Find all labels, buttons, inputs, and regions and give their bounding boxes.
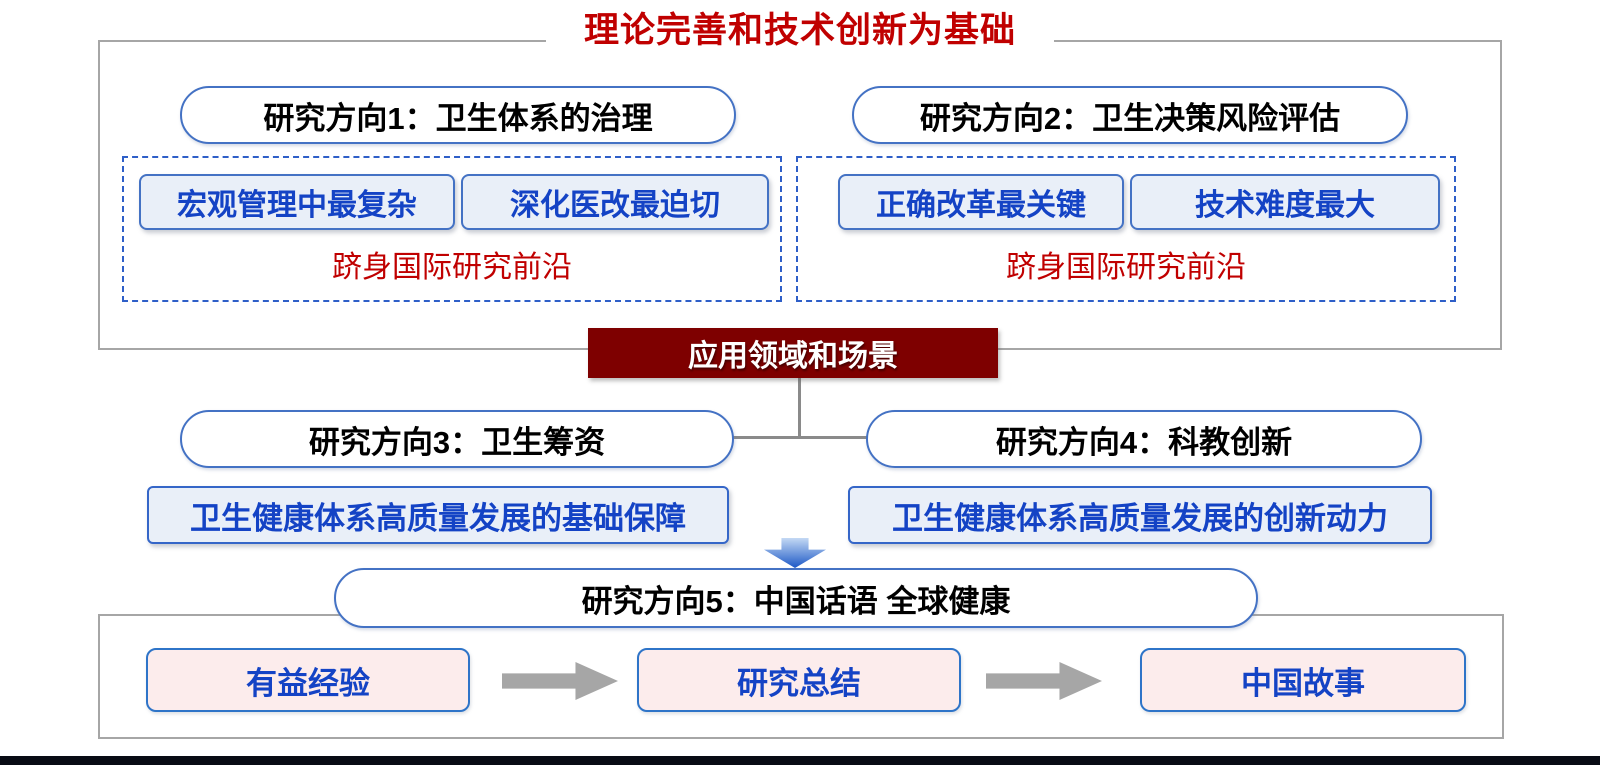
pill-direction-2: 研究方向2：卫生决策风险评估 [852,86,1408,144]
arrow-right-icon [502,662,618,700]
direction-1-tag-2: 深化医改最迫切 [461,174,769,230]
slide-bottom-bar [0,756,1600,765]
pill-direction-1: 研究方向1：卫生体系的治理 [180,86,736,144]
direction-4-info-box: 卫生健康体系高质量发展的创新动力 [848,486,1432,544]
flow-box-china-story: 中国故事 [1140,648,1466,712]
arrow-right-icon [986,662,1102,700]
flow-box-summary: 研究总结 [637,648,961,712]
pill-direction-4: 研究方向4：科教创新 [866,410,1422,468]
direction-3-info-box: 卫生健康体系高质量发展的基础保障 [147,486,729,544]
direction-2-detail-box: 正确改革最关键 技术难度最大 跻身国际研究前沿 [796,156,1456,302]
pill-direction-3: 研究方向3：卫生筹资 [180,410,734,468]
direction-1-frontier-note: 跻身国际研究前沿 [332,251,572,284]
connector-vertical-line [798,378,801,438]
direction-1-tag-1: 宏观管理中最复杂 [139,174,455,230]
arrow-down-icon [764,538,826,568]
direction-2-frontier-note: 跻身国际研究前沿 [1006,251,1246,284]
slide-title: 理论完善和技术创新为基础 [545,8,1055,54]
connector-horizontal-line [730,436,868,439]
application-banner: 应用领域和场景 [588,328,998,378]
direction-1-detail-box: 宏观管理中最复杂 深化医改最迫切 跻身国际研究前沿 [122,156,782,302]
flow-box-experience: 有益经验 [146,648,470,712]
direction-2-tag-2: 技术难度最大 [1130,174,1440,230]
pill-direction-5: 研究方向5：中国话语 全球健康 [334,568,1258,628]
direction-2-tag-1: 正确改革最关键 [838,174,1124,230]
